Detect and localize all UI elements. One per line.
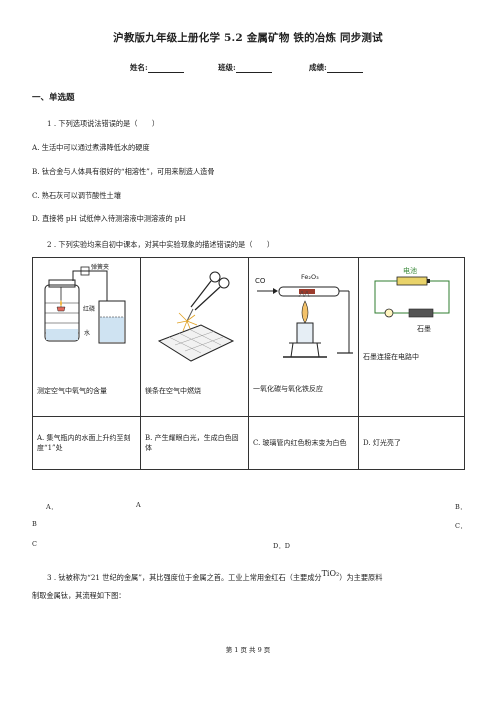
class-field: 班级:: [218, 62, 272, 73]
name-blank: [147, 64, 184, 73]
graphite-label: 石墨: [417, 325, 431, 333]
fe2o3-label: Fe₂O₃: [301, 273, 319, 281]
caption-a: 测定空气中氧气的含量: [37, 387, 107, 395]
q3-formula: TiO₂: [321, 569, 340, 578]
page-title: 沪教版九年级上册化学 5.2 金属矿物 铁的冶炼 同步测试: [113, 32, 383, 44]
figure-row: 弹簧夹 红磷 水 测定空气中氧气的含量: [32, 257, 465, 417]
class-label: 班级:: [218, 63, 236, 72]
score-blank: [326, 64, 363, 73]
q1-stem: 1 . 下列选项说法错误的是（ ）: [47, 119, 160, 128]
magnesium-burning-figure: [157, 271, 235, 362]
score-label: 成绩:: [309, 63, 327, 72]
page-footer: 第 1 页 共 9 页: [225, 646, 271, 654]
oxygen-apparatus-figure: 弹簧夹 红磷 水: [44, 263, 126, 344]
q1-option-d: D. 直接将 pH 试纸伸入待测溶液中测溶液的 pH: [32, 214, 186, 223]
phenomenon-b: B. 产生耀眼白光，生成白色固体: [140, 416, 249, 470]
answer-d: D．D: [273, 542, 290, 550]
figure-cell-c: CO Fe₂O₃ 一氧化碳与氧化铁反应: [248, 257, 359, 417]
caption-d: 石墨连接在电路中: [363, 353, 419, 361]
answer-b-text: B: [32, 520, 37, 528]
graphite-circuit-figure: 电池 石墨: [374, 266, 450, 333]
answer-c-label: C．: [455, 522, 467, 530]
answer-a-text: A: [136, 501, 141, 509]
co-label: CO: [255, 277, 266, 285]
q3-stem-line2: 制取金属钛，其流程如下图：: [32, 591, 126, 600]
water-label: 水: [84, 329, 90, 337]
q2-stem: 2 . 下列实验均来自初中课本，对其中实验现象的描述错误的是（ ）: [47, 240, 275, 249]
q1-option-b: B. 钛合金与人体具有很好的“相溶性”，可用来制造人造骨: [32, 167, 215, 176]
section-title: 一、单选题: [32, 93, 75, 103]
co-reduction-figure: CO Fe₂O₃: [255, 273, 353, 358]
phenomenon-a: A. 集气瓶内的水面上升约至刻度“1”处: [32, 416, 141, 470]
q1-option-c: C. 熟石灰可以调节酸性土壤: [32, 191, 121, 200]
phenomena-row: A. 集气瓶内的水面上升约至刻度“1”处 B. 产生耀眼白光，生成白色固体 C.…: [32, 416, 465, 470]
class-blank: [235, 64, 272, 73]
q3-stem-line1: 3 . 钛被称为“21 世纪的金属”，其比强度位于金属之首。工业上常用金红石（主…: [47, 569, 383, 583]
q3-stem-part2: ）为主要原料: [339, 573, 383, 582]
caption-b: 镁条在空气中燃烧: [145, 387, 201, 395]
figure-cell-a: 弹簧夹 红磷 水 测定空气中氧气的含量: [32, 257, 141, 417]
caption-c: 一氧化碳与氧化铁反应: [253, 385, 323, 393]
figure-cell-b: 镁条在空气中燃烧: [140, 257, 249, 417]
q1-option-a: A. 生活中可以通过煮沸降低水的硬度: [32, 143, 150, 152]
name-field: 姓名:: [130, 62, 184, 73]
answer-c-text: C: [32, 540, 37, 548]
experiment-table: 弹簧夹 红磷 水 测定空气中氧气的含量: [32, 257, 465, 470]
name-label: 姓名:: [130, 63, 148, 72]
q3-stem-part1: 3 . 钛被称为“21 世纪的金属”，其比强度位于金属之首。工业上常用金红石（主…: [47, 573, 322, 582]
battery-label: 电池: [403, 266, 417, 275]
answer-a-label: A．: [46, 503, 58, 511]
spring-clip-label: 弹簧夹: [91, 263, 109, 271]
red-phosphorus-label: 红磷: [83, 305, 95, 313]
phenomenon-c: C. 玻璃管内红色粉末变为白色: [248, 416, 359, 470]
figure-cell-d: 电池 石墨 石墨连接在电路中: [358, 257, 465, 417]
score-field: 成绩:: [309, 62, 363, 73]
answer-b-label: B．: [455, 503, 467, 511]
phenomenon-d: D. 灯光亮了: [358, 416, 465, 470]
